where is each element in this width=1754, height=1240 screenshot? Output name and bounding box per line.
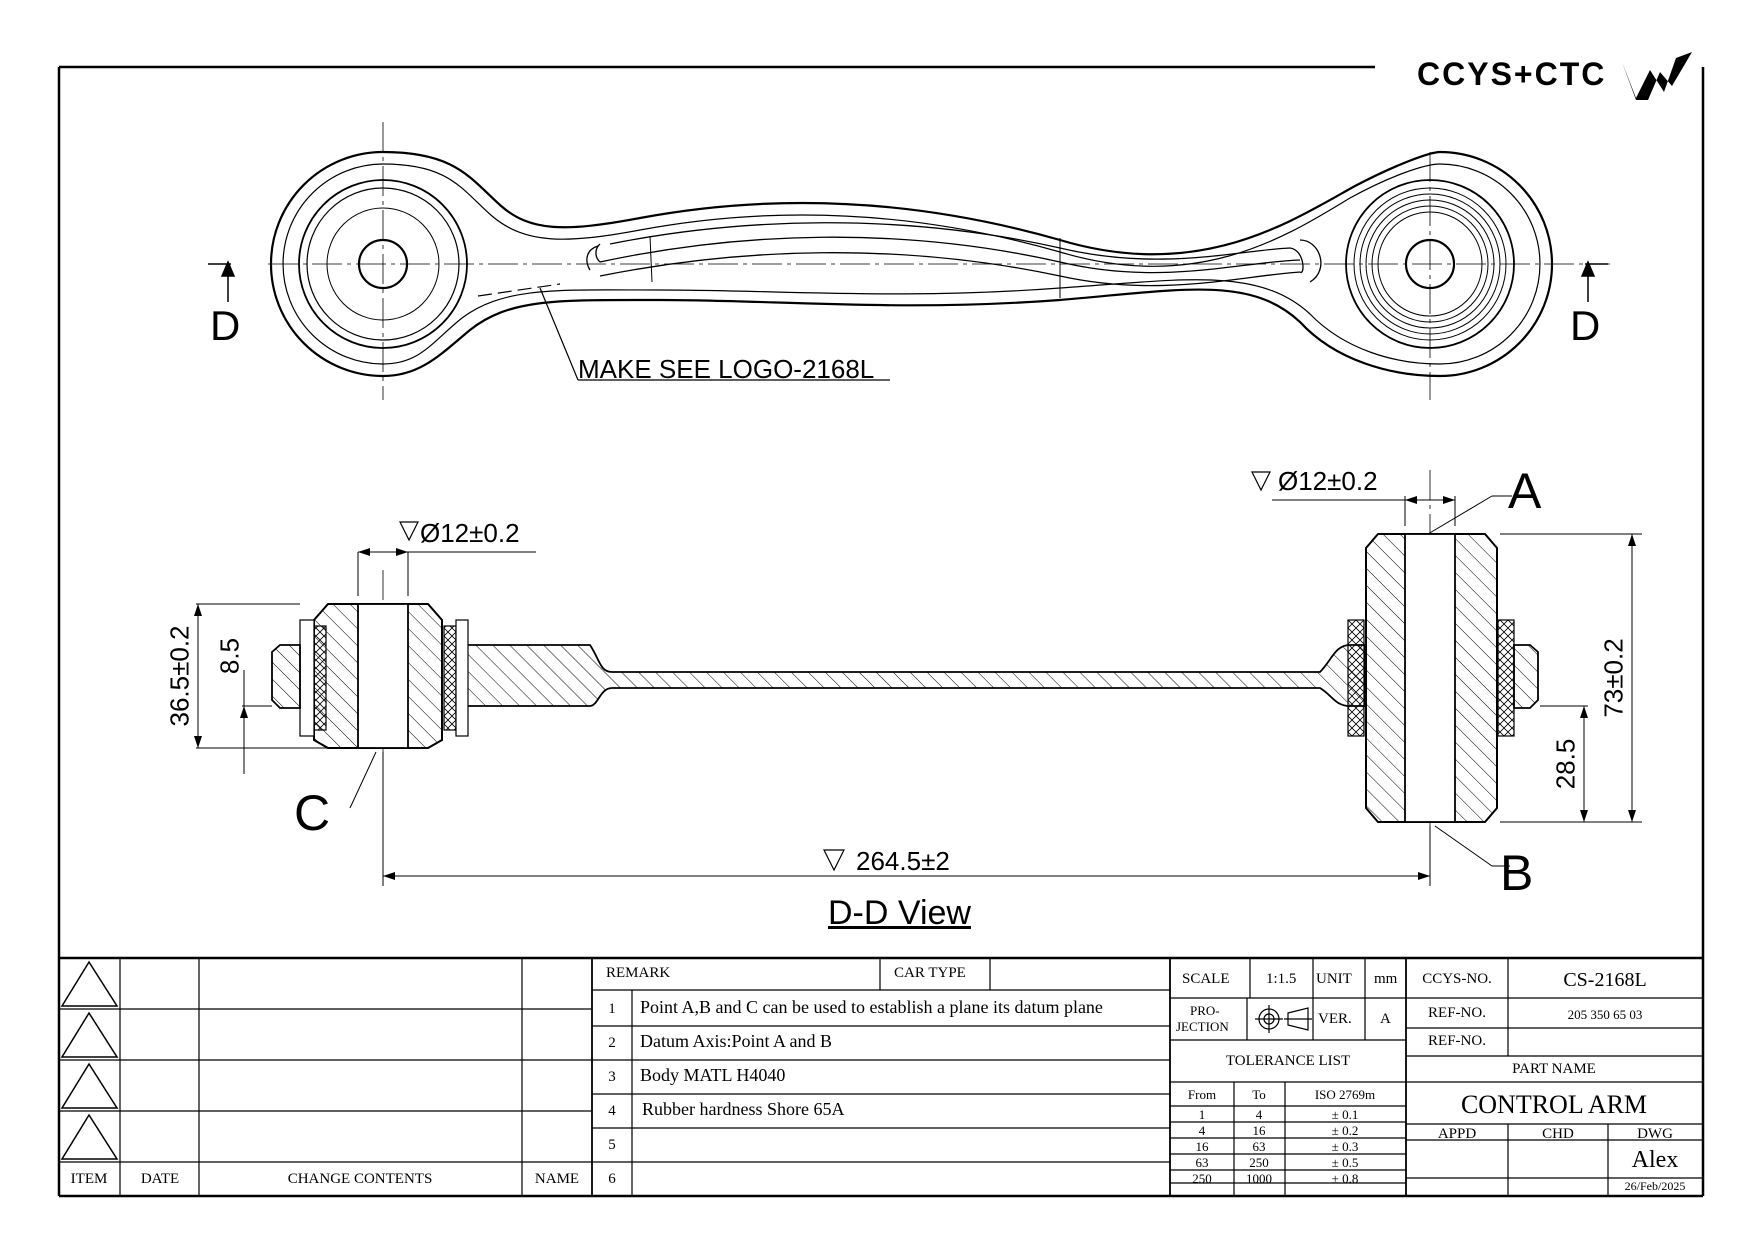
- tol-value: ± 0.2: [1331, 1123, 1359, 1138]
- tol-iso-header: ISO 2769m: [1314, 1087, 1376, 1102]
- remark-no: 6: [608, 1171, 616, 1187]
- tol-from: 1: [1198, 1107, 1206, 1122]
- scale-value: 1:1.5: [1266, 971, 1297, 987]
- rev-date-header: DATE: [140, 1171, 180, 1187]
- section-marker-right: D: [1570, 302, 1601, 349]
- section-view-title: D-D View: [828, 894, 971, 932]
- rev-change-header: CHANGE CONTENTS: [287, 1171, 433, 1187]
- remark-no: 5: [608, 1137, 616, 1153]
- brand-logo-text: CCYS+CTC: [1417, 56, 1607, 92]
- ref-no-value-1: 205 350 65 03: [1567, 1007, 1643, 1022]
- revision-triangles: [60, 960, 119, 1160]
- logo-note: MAKE SEE LOGO-2168L: [578, 354, 875, 384]
- unit-label: UNIT: [1316, 971, 1352, 987]
- part-name-value: CONTROL ARM: [1460, 1090, 1648, 1119]
- drawing-date: 26/Feb/2025: [1624, 1179, 1686, 1193]
- logo-icon: [1622, 52, 1692, 100]
- point-c-label: C: [294, 785, 331, 841]
- tol-to: 4: [1255, 1107, 1263, 1122]
- rev-name-header: NAME: [534, 1171, 580, 1187]
- dwg-label: DWG: [1637, 1126, 1673, 1142]
- dim-left-bore: Ø12±0.2: [420, 518, 520, 548]
- ver-value: A: [1380, 1011, 1391, 1027]
- tol-from: 63: [1195, 1155, 1209, 1170]
- tol-to: 16: [1252, 1123, 1266, 1138]
- tol-value: ± 0.3: [1331, 1139, 1359, 1154]
- tol-from: 250: [1192, 1171, 1212, 1186]
- dim-length: 264.5±2: [856, 846, 950, 876]
- tol-value: ± 0.5: [1331, 1155, 1359, 1170]
- dim-right-height: 73±0.2: [1598, 638, 1629, 718]
- remark-no: 2: [608, 1035, 616, 1051]
- point-a-label: A: [1508, 463, 1542, 519]
- remark-no: 3: [608, 1069, 616, 1085]
- top-view: [268, 122, 1610, 400]
- appd-label: APPD: [1437, 1126, 1477, 1142]
- remark-text: Datum Axis:Point A and B: [640, 1031, 833, 1051]
- dim-left-height: 36.5±0.2: [164, 625, 195, 727]
- tol-value: ± 0.1: [1331, 1107, 1359, 1122]
- tol-from: 16: [1195, 1139, 1209, 1154]
- ccys-no-value: CS-2168L: [1563, 969, 1647, 991]
- dimension-arrows: [194, 496, 1636, 880]
- datum-triangles: [399, 471, 1271, 872]
- chd-label: CHD: [1542, 1126, 1574, 1142]
- point-b-label: B: [1500, 845, 1534, 901]
- brand-logo: [1622, 52, 1692, 100]
- sheet-border: [57, 65, 1705, 1198]
- section-view: [271, 470, 1539, 880]
- ccys-no-label: CCYS-NO.: [1422, 971, 1492, 987]
- remark-header: REMARK: [606, 965, 671, 981]
- tol-to: 1000: [1246, 1171, 1272, 1186]
- dim-right-offset: 28.5: [1550, 738, 1581, 790]
- remark-text: Body MATL H4040: [640, 1065, 786, 1085]
- dim-left-offset: 8.5: [214, 637, 245, 675]
- part-name-label: PART NAME: [1512, 1061, 1596, 1077]
- section-marker-left: D: [210, 302, 241, 349]
- ref-no-label-2: REF-NO.: [1428, 1033, 1486, 1049]
- remark-text: Rubber hardness Shore 65A: [642, 1099, 845, 1119]
- tol-to-header: To: [1252, 1087, 1266, 1102]
- tol-to: 250: [1249, 1155, 1269, 1170]
- unit-value: mm: [1374, 971, 1398, 987]
- tol-to: 63: [1252, 1139, 1266, 1154]
- projection-label-1: PRO-: [1190, 1003, 1220, 1018]
- tol-from: 4: [1198, 1123, 1206, 1138]
- ref-no-label-1: REF-NO.: [1428, 1005, 1486, 1021]
- rev-item-header: ITEM: [70, 1171, 108, 1187]
- scale-label: SCALE: [1182, 971, 1230, 987]
- car-type-label: CAR TYPE: [894, 965, 966, 981]
- title-block-grid: [59, 956, 1703, 1196]
- dimensions: [196, 495, 1642, 886]
- remark-text: Point A,B and C can be used to establish…: [640, 997, 1103, 1017]
- remark-no: 1: [608, 1001, 616, 1017]
- projection-icon: [1255, 1005, 1312, 1033]
- ver-label: VER.: [1318, 1011, 1352, 1027]
- remark-no: 4: [608, 1103, 616, 1119]
- tol-value: ± 0.8: [1331, 1171, 1359, 1186]
- projection-label-2: JECTION: [1176, 1019, 1229, 1034]
- dim-right-bore: Ø12±0.2: [1278, 466, 1378, 496]
- tolerance-title: TOLERANCE LIST: [1225, 1053, 1351, 1069]
- logo-note-leader: [477, 283, 890, 381]
- drawn-by: Alex: [1631, 1147, 1679, 1173]
- section-markers: [208, 260, 1608, 302]
- tol-from-header: From: [1187, 1087, 1217, 1102]
